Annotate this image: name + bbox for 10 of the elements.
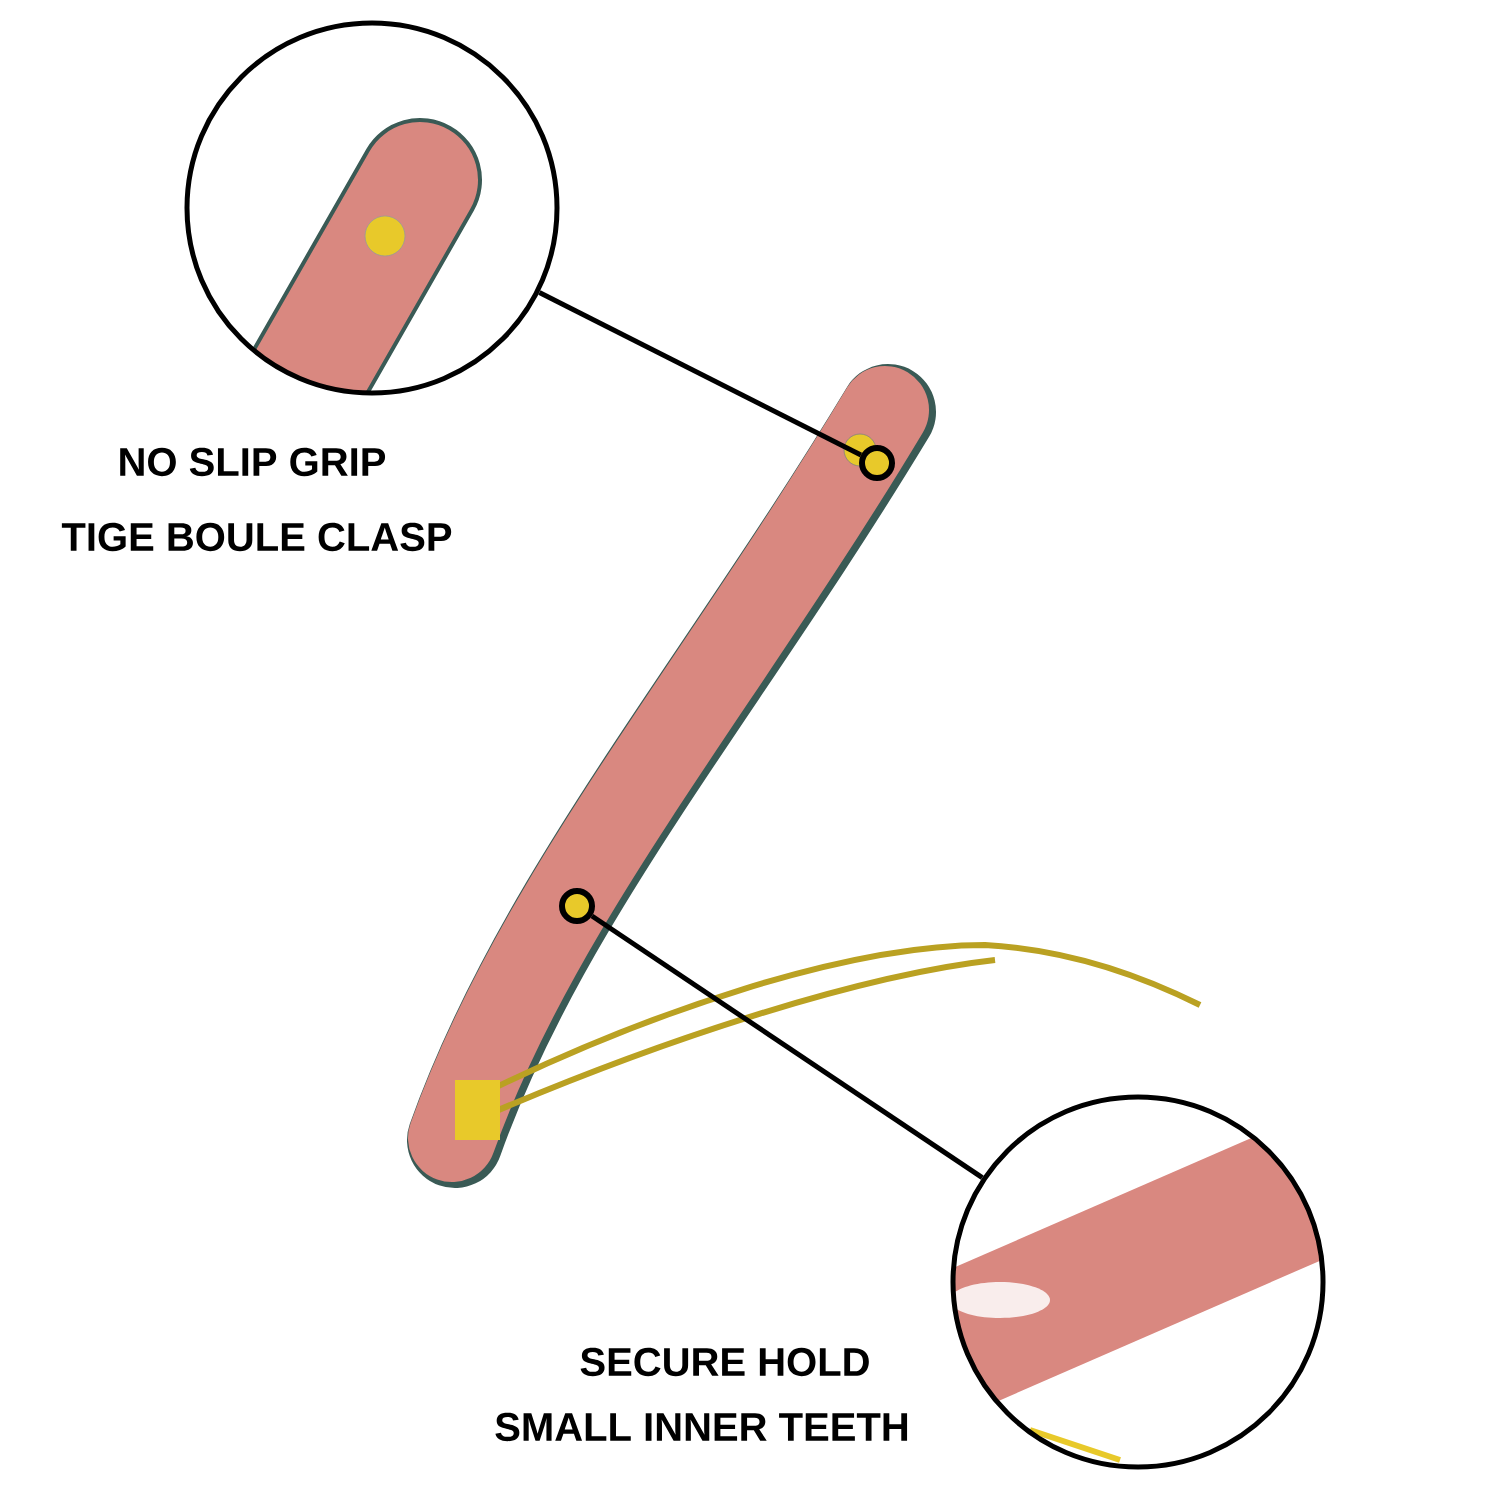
callout-text: NO SLIP GRIP [120,447,386,477]
leader-line [590,913,984,1180]
callout-dot [859,445,895,481]
callout-text: TIGE BOULE CLASP [61,522,452,552]
callout-text: SECURE HOLD [580,1347,869,1377]
callout-dot [559,888,595,924]
callout-text: SMALL INNER TEETH [495,1412,908,1442]
magnified-inset [950,1094,1326,1470]
magnified-inset [184,20,560,396]
leader-line [538,290,863,458]
